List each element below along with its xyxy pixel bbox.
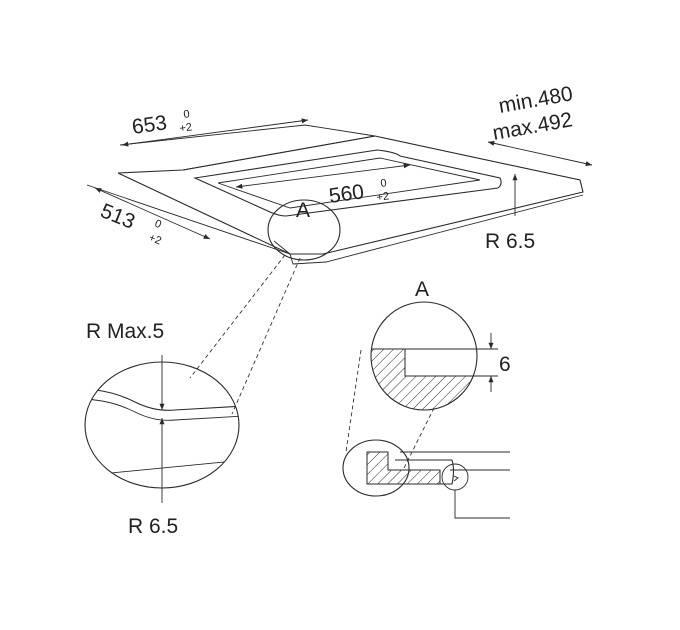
cutout-outline bbox=[193, 149, 502, 217]
dimension-min-max: min.480 max.492 bbox=[487, 82, 593, 167]
dim-560-value: 560 bbox=[327, 180, 365, 208]
dim-513-tol-upper: 0 bbox=[153, 218, 163, 231]
dimension-560: 560 0 +2 bbox=[235, 163, 411, 208]
detail-a-title: A bbox=[415, 278, 429, 301]
dim-653-value: 653 bbox=[130, 111, 168, 139]
dim-513-tol-lower: +2 bbox=[147, 232, 163, 248]
dimension-653: 653 0 +2 bbox=[121, 108, 309, 147]
corner-detail: R Max.5 R 6.5 bbox=[84, 320, 240, 538]
dim-560-tol-upper: 0 bbox=[380, 177, 388, 190]
radius-top-value: R 6.5 bbox=[485, 230, 535, 253]
detail-a-marker-label: A bbox=[296, 199, 310, 222]
dim-560-tol-lower: +2 bbox=[376, 190, 390, 204]
detail-a-view: A 6 bbox=[370, 278, 511, 411]
dim-653-tol-upper: 0 bbox=[183, 108, 191, 121]
corner-radius: R 6.5 bbox=[128, 515, 178, 538]
corner-radius-max: R Max.5 bbox=[86, 320, 164, 343]
detail-a-step-value: 6 bbox=[499, 353, 511, 376]
dimension-513: 513 0 +2 bbox=[86, 184, 291, 255]
dim-653-tol-lower: +2 bbox=[179, 121, 193, 135]
section-view bbox=[342, 439, 510, 519]
detail-a-marker: A bbox=[267, 199, 341, 261]
radius-label-top: R 6.5 bbox=[485, 174, 535, 253]
